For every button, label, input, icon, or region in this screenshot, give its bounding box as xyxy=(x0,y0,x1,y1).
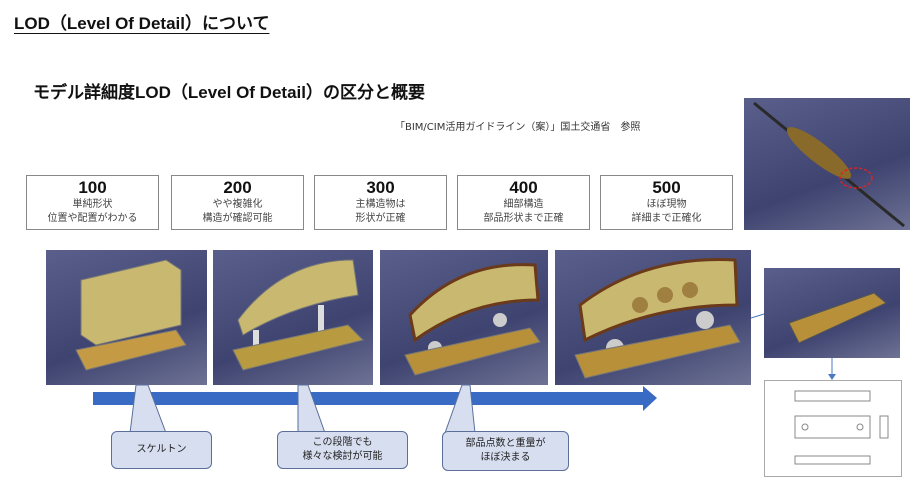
lod-box-400: 400 細部構造部品形状まで正確 xyxy=(457,175,590,230)
lod500-part-image xyxy=(764,268,900,358)
lod-desc: 単純形状 xyxy=(72,199,113,210)
lod400-model-image xyxy=(555,250,751,385)
lod-number: 500 xyxy=(652,178,681,197)
lod-desc: 細部構造 xyxy=(503,199,544,210)
callout-skeleton: スケルトン xyxy=(111,431,212,469)
timeline-arrow xyxy=(93,386,657,411)
technical-drawing-image xyxy=(764,380,902,477)
lod100-model-image xyxy=(46,250,207,385)
lod-box-500: 500 ほぼ現物詳細まで正確化 xyxy=(600,175,733,230)
lod-number: 400 xyxy=(509,178,538,197)
callout-text: この段階でも xyxy=(312,437,373,448)
lod-box-200: 200 やや複雑化構造が確認可能 xyxy=(171,175,304,230)
callout-text: 様々な検討が可能 xyxy=(302,451,383,462)
lod-desc: 構造が確認可能 xyxy=(202,213,273,224)
lod300-model-image xyxy=(380,250,548,385)
page-title: LOD（Level Of Detail）について xyxy=(14,14,270,33)
lod-box-100: 100 単純形状位置や配置がわかる xyxy=(26,175,159,230)
lod-desc: 詳細まで正確化 xyxy=(631,213,702,224)
citation: 「BIM/CIM活用ガイドライン（案）」国土交通省 参照 xyxy=(395,122,641,133)
lod-desc: 部品形状まで正確 xyxy=(483,213,564,224)
lod-desc: 主構造物は xyxy=(355,199,406,210)
lod-desc: 位置や配置がわかる xyxy=(47,213,138,224)
section-heading: モデル詳細度LOD（Level Of Detail）の区分と概要 xyxy=(33,83,425,102)
lod-number: 200 xyxy=(223,178,252,197)
callout-text: スケルトン xyxy=(136,444,187,455)
lod-desc: 形状が正確 xyxy=(355,213,406,224)
lod-number: 100 xyxy=(78,178,107,197)
callout-study: この段階でも様々な検討が可能 xyxy=(277,431,408,469)
lod-desc: やや複雑化 xyxy=(212,199,263,210)
violin-model-image xyxy=(744,98,910,230)
lod-desc: ほぼ現物 xyxy=(646,199,687,210)
lod-box-300: 300 主構造物は形状が正確 xyxy=(314,175,447,230)
callout-text: 部品点数と重量が xyxy=(465,438,546,449)
callout-parts-weight: 部品点数と重量がほぼ決まる xyxy=(442,431,569,471)
lod-number: 300 xyxy=(366,178,395,197)
lod200-model-image xyxy=(213,250,373,385)
callout-text: ほぼ決まる xyxy=(480,452,531,463)
